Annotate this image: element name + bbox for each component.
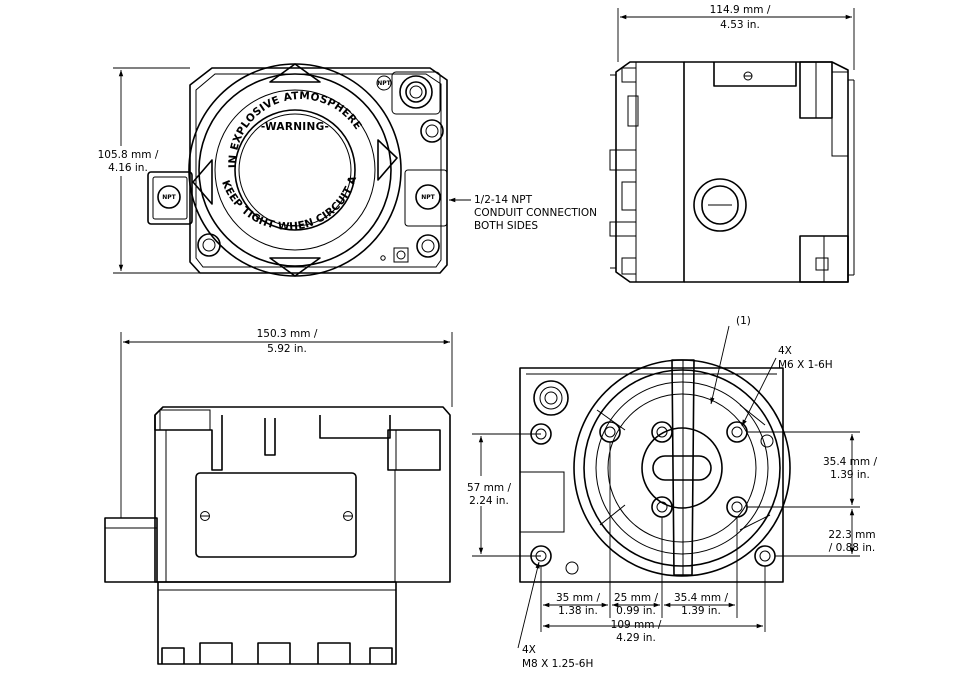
svg-text:35.4 mm /: 35.4 mm / (823, 456, 878, 468)
dim-35: 35 mm / 1.38 in. (543, 592, 608, 617)
side-view (609, 61, 855, 283)
svg-text:109 mm /: 109 mm / (611, 619, 662, 631)
svg-text:4X: 4X (778, 345, 792, 357)
npt-mark-top: NPT (376, 75, 392, 91)
svg-text:/ 0.88 in.: / 0.88 in. (829, 542, 876, 554)
svg-text:22.3 mm: 22.3 mm (828, 529, 875, 541)
svg-text:35 mm /: 35 mm / (556, 592, 600, 604)
svg-text:NPT: NPT (421, 194, 435, 201)
svg-text:0.99 in.: 0.99 in. (616, 605, 656, 617)
svg-text:4.53 in.: 4.53 in. (720, 19, 760, 31)
svg-text:2.24 in.: 2.24 in. (469, 495, 509, 507)
dim-35-4-horizontal: 35.4 mm / 1.39 in. (664, 592, 735, 617)
dim-22-3: 22.3 mm / 0.88 in. (775, 508, 876, 557)
svg-text:4.29 in.: 4.29 in. (616, 632, 656, 644)
svg-text:1/2-14 NPT: 1/2-14 NPT (474, 194, 533, 206)
svg-text:CONDUIT CONNECTION: CONDUIT CONNECTION (474, 207, 597, 219)
svg-text:150.3 mm /: 150.3 mm / (257, 328, 318, 340)
svg-text:BOTH SIDES: BOTH SIDES (474, 220, 538, 232)
svg-text:NPT: NPT (162, 194, 176, 201)
dim-57: 57 mm / 2.24 in. (467, 433, 541, 557)
svg-text:105.8 mm /: 105.8 mm / (98, 149, 159, 161)
dim-109: 109 mm / 4.29 in. (543, 619, 763, 644)
svg-text:(1): (1) (736, 315, 751, 327)
horizontal-dimensions (540, 442, 766, 632)
svg-text:5.92 in.: 5.92 in. (267, 343, 307, 355)
svg-text:4X: 4X (522, 644, 536, 656)
svg-text:M8 X 1.25-6H: M8 X 1.25-6H (522, 658, 593, 670)
svg-text:25 mm /: 25 mm / (614, 592, 658, 604)
m6-callout: 4X M6 X 1-6H (741, 345, 833, 427)
m8-callout: 4X M8 X 1.25-6H (517, 561, 593, 670)
svg-text:1.39 in.: 1.39 in. (830, 469, 870, 481)
width-dimension: 150.3 mm / 5.92 in. (120, 328, 453, 518)
svg-text:35.4 mm /: 35.4 mm / (674, 592, 729, 604)
svg-text:57 mm /: 57 mm / (467, 482, 511, 494)
svg-text:1.39 in.: 1.39 in. (681, 605, 721, 617)
npt-plug-left: NPT (157, 185, 181, 209)
svg-text:4.16 in.: 4.16 in. (108, 162, 148, 174)
dim-25: 25 mm / 0.99 in. (612, 592, 660, 617)
top-view (104, 406, 451, 665)
note-1-callout: (1) (710, 315, 751, 405)
npt-plug-right: NPT (415, 184, 441, 210)
depth-dimension: 114.9 mm / 4.53 in. (617, 4, 855, 70)
bottom-view (519, 359, 791, 583)
height-dimension: 105.8 mm / 4.16 in. (98, 67, 200, 274)
conduit-callout: 1/2-14 NPT CONDUIT CONNECTION BOTH SIDES (449, 194, 597, 232)
dim-35-4-vertical: 35.4 mm / 1.39 in. (747, 431, 878, 508)
front-view: NPT NPT NPT (0, 0, 448, 277)
svg-text:1.38 in.: 1.38 in. (558, 605, 598, 617)
warning-text-mid: -WARNING- (261, 121, 329, 133)
svg-text:NPT: NPT (377, 80, 391, 87)
svg-text:114.9 mm /: 114.9 mm / (710, 4, 771, 16)
svg-text:M6 X 1-6H: M6 X 1-6H (778, 359, 833, 371)
